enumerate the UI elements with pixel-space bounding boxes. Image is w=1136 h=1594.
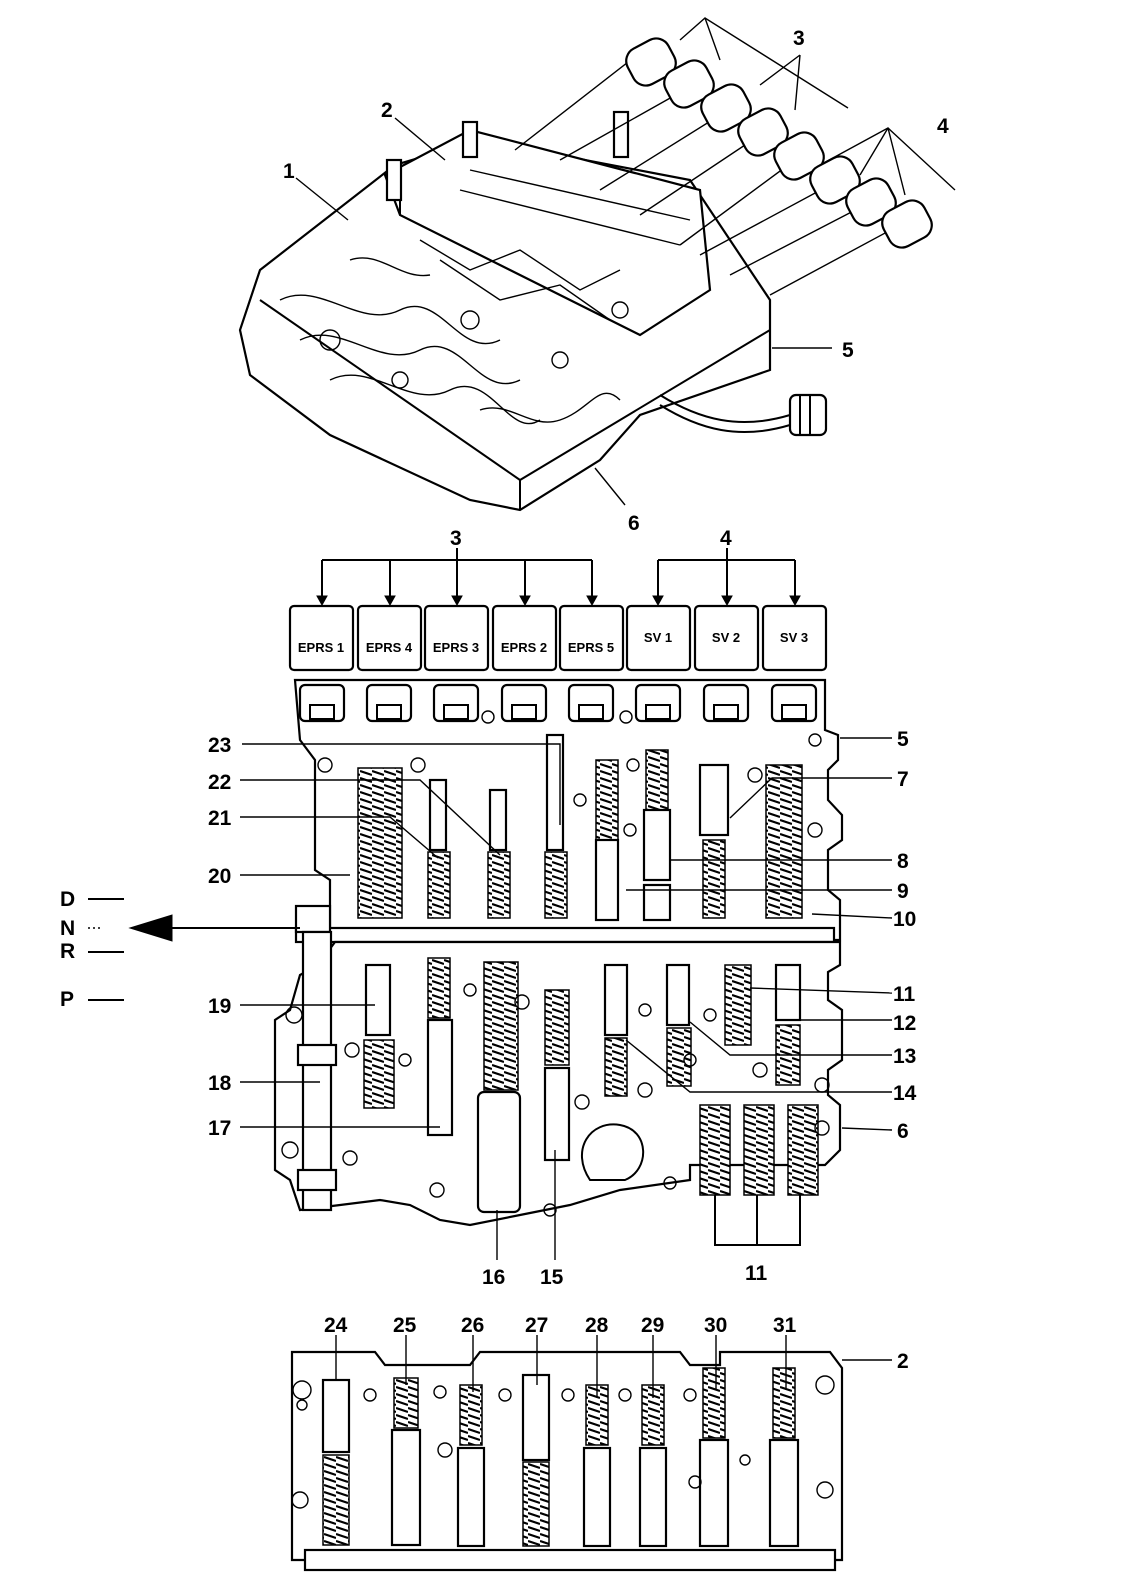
valve-body-schematic: 3 4 EPRS 1 EPRS 4 EPRS 3 EPRS 2 EPRS 5 S… [60, 527, 917, 1289]
callout-4: 4 [937, 115, 949, 138]
callout-5: 5 [842, 339, 854, 362]
callout-17: 17 [208, 1117, 231, 1140]
callout-16: 16 [482, 1266, 505, 1289]
callout-6-schematic: 6 [897, 1120, 909, 1143]
selector-p-label: P [60, 988, 74, 1011]
solenoid-eprs1-label: EPRS 1 [298, 640, 344, 655]
selector-d-label: D [60, 888, 75, 911]
lower-valve-body-view: 24 25 26 27 28 29 30 31 2 [290, 1314, 909, 1572]
callout-25: 25 [393, 1314, 417, 1337]
selector-n-label: N [60, 917, 75, 940]
selector-arrow-head [128, 914, 173, 942]
callout-11-upper: 11 [893, 983, 916, 1006]
callout-26: 26 [461, 1314, 484, 1337]
callout-18: 18 [208, 1072, 232, 1095]
callout-9: 9 [897, 880, 909, 903]
solenoid-sv2-label: SV 2 [712, 630, 740, 645]
callout-14: 14 [893, 1082, 917, 1105]
schematic-callout-3: 3 [450, 527, 462, 550]
solenoid-row: EPRS 1 EPRS 4 EPRS 3 EPRS 2 EPRS 5 SV 1 … [288, 604, 828, 672]
callout-2-lower: 2 [897, 1350, 909, 1373]
callout-15: 15 [540, 1266, 564, 1289]
schematic-callout-4: 4 [720, 527, 732, 550]
callout-11-lower: 11 [745, 1262, 768, 1285]
callout-28: 28 [585, 1314, 609, 1337]
callout-12: 12 [893, 1012, 916, 1035]
callout-30: 30 [704, 1314, 727, 1337]
callout-22: 22 [208, 771, 231, 794]
callout-7: 7 [897, 768, 909, 791]
callout-10: 10 [893, 908, 916, 931]
callout-24: 24 [324, 1314, 348, 1337]
solenoid-eprs4-label: EPRS 4 [366, 640, 413, 655]
port-holes [281, 710, 830, 1217]
callout-2: 2 [381, 99, 393, 122]
callout-21: 21 [208, 807, 232, 830]
valve-body-3d-view: 1 2 3 4 5 6 [238, 17, 956, 535]
callout-3: 3 [793, 27, 805, 50]
solenoid-3d-group [625, 37, 933, 249]
callout-27: 27 [525, 1314, 548, 1337]
solenoid-ports [298, 683, 818, 723]
callout-31: 31 [773, 1314, 797, 1337]
solenoid-eprs5-label: EPRS 5 [568, 640, 614, 655]
solenoid-sv3-label: SV 3 [780, 630, 808, 645]
callout-23: 23 [208, 734, 231, 757]
callout-13: 13 [893, 1045, 916, 1068]
solenoid-eprs2-label: EPRS 2 [501, 640, 547, 655]
callout-29: 29 [641, 1314, 664, 1337]
selector-r-label: R [60, 940, 75, 963]
lower-valves [363, 957, 819, 1214]
callout-5-schematic: 5 [897, 728, 909, 751]
callout-6: 6 [628, 512, 640, 535]
solenoid-sv1-label: SV 1 [644, 630, 672, 645]
callout-19: 19 [208, 995, 231, 1018]
callout-1: 1 [283, 160, 295, 183]
callout-8: 8 [897, 850, 909, 873]
callout-20: 20 [208, 865, 231, 888]
solenoid-eprs3-label: EPRS 3 [433, 640, 479, 655]
